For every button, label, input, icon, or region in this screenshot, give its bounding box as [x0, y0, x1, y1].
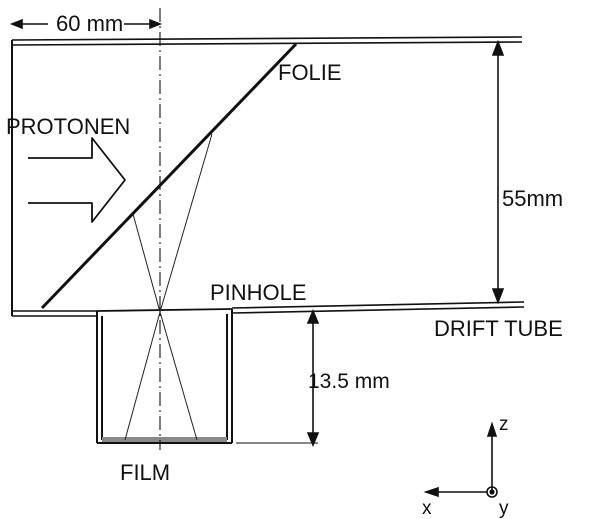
- height-dimension: [491, 39, 505, 305]
- film-label: FILM: [120, 460, 170, 485]
- depth-dimension: [236, 308, 320, 448]
- foil-line: [40, 42, 298, 310]
- drift-tube-top-wall: [11, 36, 523, 46]
- proton-beam-arrow: [28, 137, 126, 223]
- protons-label: PROTONEN: [6, 114, 130, 139]
- coordinate-axes: [423, 421, 498, 498]
- ray-lines: [124, 133, 213, 441]
- pinhole-chamber: [96, 309, 233, 444]
- width-dimension: [9, 18, 163, 30]
- film-strip: [102, 437, 227, 442]
- foil-label: FOLIE: [278, 60, 342, 85]
- drift-tube-label: DRIFT TUBE: [434, 316, 563, 341]
- pinhole-label: PINHOLE: [210, 280, 307, 305]
- y-axis-label: y: [499, 498, 509, 519]
- depth-dimension-label: 13.5 mm: [308, 370, 390, 393]
- width-dimension-label: 60 mm: [56, 11, 123, 36]
- height-dimension-label: 55mm: [502, 186, 563, 211]
- drift-tube-bottom-wall: [12, 301, 525, 317]
- z-axis-label: z: [499, 414, 509, 435]
- x-axis-label: x: [422, 498, 432, 519]
